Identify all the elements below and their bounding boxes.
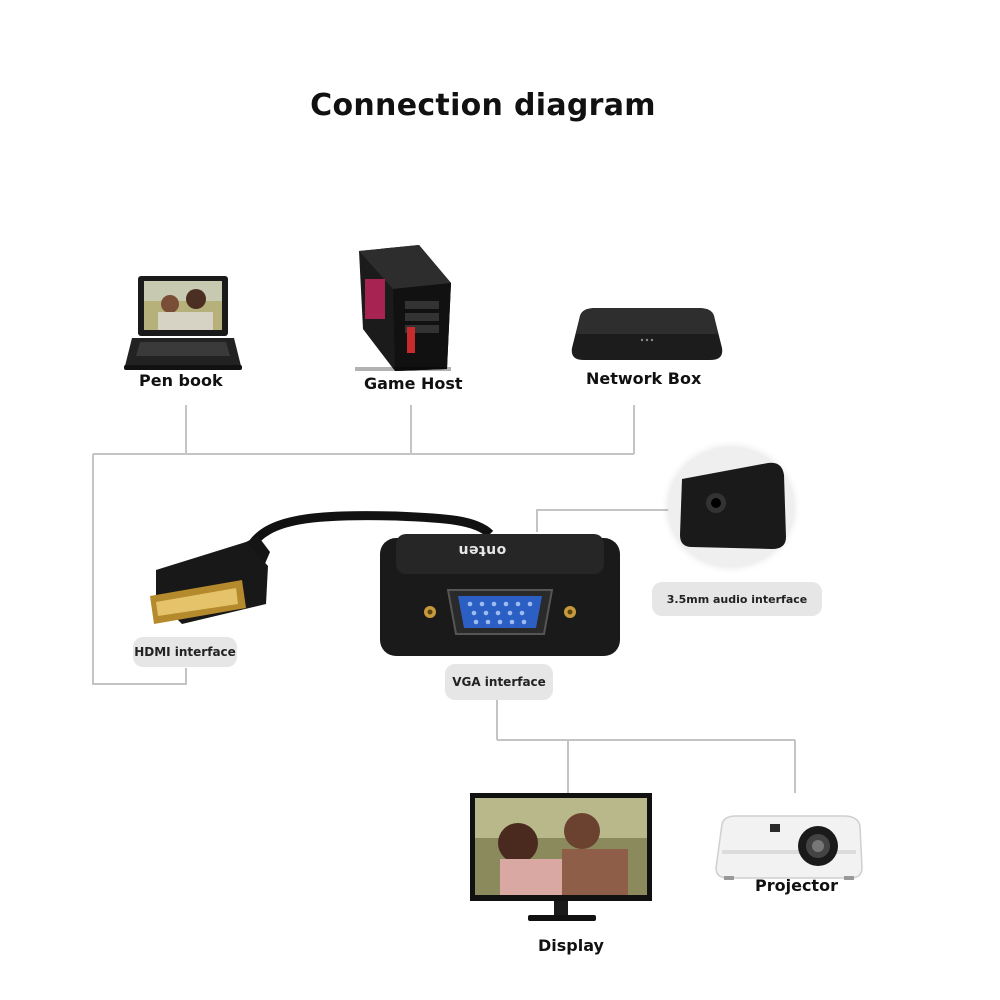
hdmi-plug-icon <box>150 511 494 624</box>
audio-label: 3.5mm audio interface <box>652 582 822 616</box>
brand-logo: onten <box>458 542 507 558</box>
hdmi-feed-line <box>92 454 187 685</box>
audio-callout-line <box>536 509 672 532</box>
laptop-icon <box>124 276 242 370</box>
desktop-pc-icon <box>355 245 451 371</box>
network-box-label: Network Box <box>586 369 702 388</box>
vga-adapter-icon <box>380 534 620 656</box>
projector-label: Projector <box>755 876 838 895</box>
audio-jack-icon <box>680 462 786 549</box>
audio-port-zoom <box>668 447 794 567</box>
pc-label: Game Host <box>364 374 463 393</box>
projector-icon <box>715 815 863 880</box>
display-label: Display <box>538 936 604 955</box>
monitor-icon <box>470 793 652 921</box>
laptop-label: Pen book <box>139 371 223 390</box>
hdmi-label: HDMI interface <box>133 637 237 667</box>
network-box-icon <box>571 308 723 360</box>
vga-label: VGA interface <box>445 664 553 700</box>
page-title: Connection diagram <box>310 88 656 123</box>
